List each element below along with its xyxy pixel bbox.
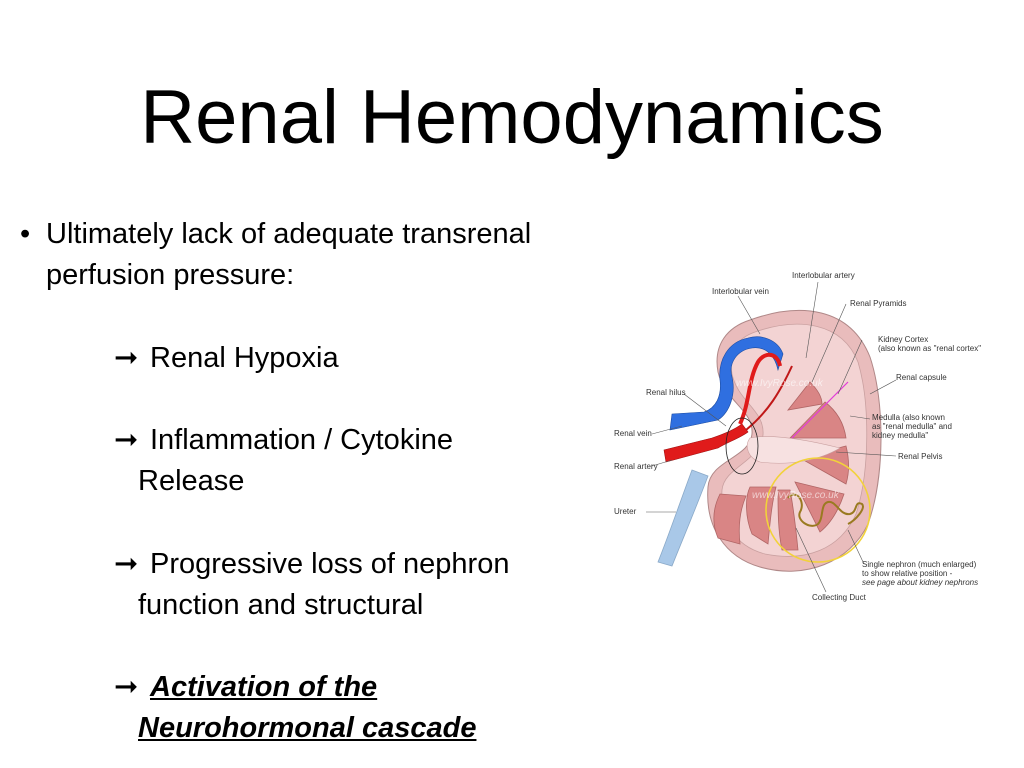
label-medulla-3: kidney medulla" [872,431,928,440]
label-renal-hilus: Renal hilus [646,388,686,397]
kidney-diagram: www.IvyRose.co.uk www.IvyRose.co.uk Inte… [614,271,981,602]
watermark-bottom: www.IvyRose.co.uk [752,490,840,501]
label-interlobular-vein: Interlobular vein [712,287,769,296]
label-interlobular-artery: Interlobular artery [792,271,855,280]
artery-branch [738,352,782,425]
renal-hilus-ring [725,417,759,475]
label-medulla-1: Medulla (also known [872,413,945,422]
nephron-circle [765,457,871,563]
label-renal-capsule: Renal capsule [896,373,947,382]
arrow-icon: ➞ [114,424,139,456]
bullet-line-2: perfusion pressure: [46,259,295,291]
subpoint-nephron-loss: ➞ Progressive loss of nephron function an… [114,544,584,626]
label-nephron-3: see page about kidney nephrons [862,578,978,587]
label-collecting-duct: Collecting Duct [812,593,867,602]
subpoint-neurohormonal: ➞ Activation of the Neurohormonal cascade [114,667,584,749]
arrow-icon: ➞ [114,671,139,703]
slide-title: Renal Hemodynamics [140,75,884,160]
renal-pelvis [747,436,841,464]
subpoint-line-1: Progressive loss of nephron [150,548,510,580]
subpoint-line-2: Release [138,465,245,497]
label-renal-pelvis: Renal Pelvis [898,452,942,461]
label-nephron-1: Single nephron (much enlarged) [862,560,977,569]
main-bullet: • Ultimately lack of adequate transrenal… [20,214,620,296]
subpoint-line-1: Activation of the [150,671,378,703]
subpoint-renal-hypoxia: ➞ Renal Hypoxia [114,338,584,379]
subpoint-inflammation: ➞ Inflammation / Cytokine Release [114,420,584,502]
label-nephron-2: to show relative position - [862,569,953,578]
watermark-top: www.IvyRose.co.uk [736,378,824,389]
label-kidney-cortex-2: (also known as "renal cortex" [878,344,981,353]
ureter-shape [657,469,709,567]
renal-vein [669,336,784,431]
bullet-symbol: • [20,218,31,250]
subpoint-line-2: Neurohormonal cascade [138,712,477,744]
label-renal-artery: Renal artery [614,462,658,471]
arrow-icon: ➞ [114,342,139,374]
label-ureter: Ureter [614,507,637,516]
artery-branch-2 [745,365,793,431]
bullet-item: • Ultimately lack of adequate transrenal… [20,214,620,296]
subpoint-line-2: function and structural [138,589,424,621]
arrow-icon: ➞ [114,548,139,580]
label-kidney-cortex-1: Kidney Cortex [878,335,928,344]
label-renal-vein: Renal vein [614,429,652,438]
nephron-tubule [787,493,864,527]
label-medulla-2: as "renal medulla" and [872,422,952,431]
subpoint-line-1: Renal Hypoxia [150,342,339,374]
label-renal-pyramids: Renal Pyramids [850,299,906,308]
renal-pyramids [713,381,850,551]
subpoint-line-1: Inflammation / Cytokine [150,424,454,456]
medulla-line [791,381,849,439]
bullet-line-1: Ultimately lack of adequate transrenal [46,218,532,250]
